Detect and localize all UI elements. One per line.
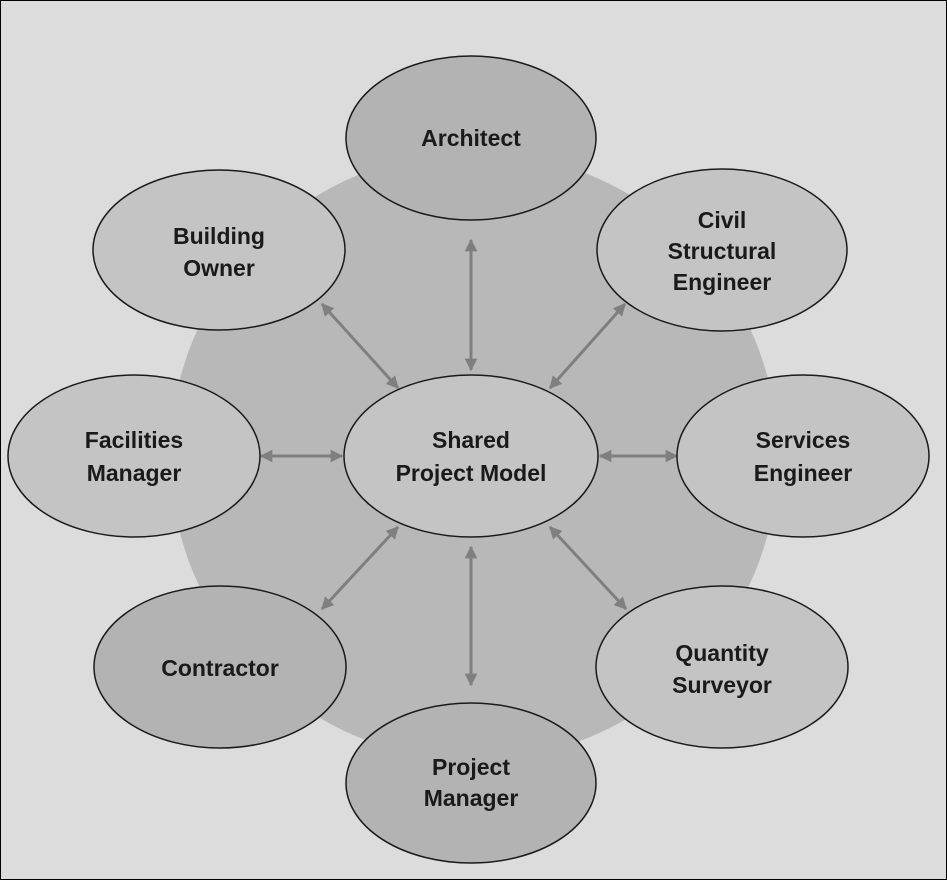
node-label: Facilities xyxy=(85,427,183,453)
node-quantity-surveyor: Quantity Surveyor xyxy=(595,585,849,749)
node-label: Owner xyxy=(183,255,255,281)
node-ellipse xyxy=(92,169,346,331)
node-label: Contractor xyxy=(161,655,279,681)
node-label: Architect xyxy=(421,125,521,151)
node-label: Engineer xyxy=(754,460,852,486)
node-ellipse xyxy=(595,585,849,749)
node-label: Civil xyxy=(698,207,747,233)
node-ellipse xyxy=(343,374,599,538)
node-contractor: Contractor xyxy=(93,585,347,749)
node-ellipse xyxy=(93,585,347,749)
node-services-engineer: Services Engineer xyxy=(676,374,930,538)
node-ellipse xyxy=(345,702,597,864)
node-label: Building xyxy=(173,223,265,249)
node-project-manager: Project Manager xyxy=(345,702,597,864)
node-architect: Architect xyxy=(345,55,597,221)
node-label: Services xyxy=(756,427,851,453)
node-label: Manager xyxy=(424,785,519,811)
arrow-quantity-surveyor xyxy=(548,525,628,611)
node-shared-project-model: Shared Project Model xyxy=(343,374,599,538)
node-civil-structural-engineer: Civil Structural Engineer xyxy=(596,168,848,332)
node-label: Project Model xyxy=(396,460,547,486)
node-label: Surveyor xyxy=(672,672,772,698)
node-label: Project xyxy=(432,754,510,780)
node-ellipse xyxy=(7,374,261,538)
node-ellipse xyxy=(676,374,930,538)
node-label: Shared xyxy=(432,427,510,453)
node-label: Manager xyxy=(87,460,182,486)
connector-arrows xyxy=(259,238,679,687)
arrow-contractor xyxy=(320,525,400,611)
node-label: Structural xyxy=(668,238,777,264)
node-label: Quantity xyxy=(675,640,768,666)
node-label: Engineer xyxy=(673,269,771,295)
node-ellipse xyxy=(345,55,597,221)
node-ellipse xyxy=(596,168,848,332)
arrow-building-owner xyxy=(320,302,400,390)
node-facilities-manager: Facilities Manager xyxy=(7,374,261,538)
arrow-civil-structural xyxy=(548,303,627,389)
node-building-owner: Building Owner xyxy=(92,169,346,331)
